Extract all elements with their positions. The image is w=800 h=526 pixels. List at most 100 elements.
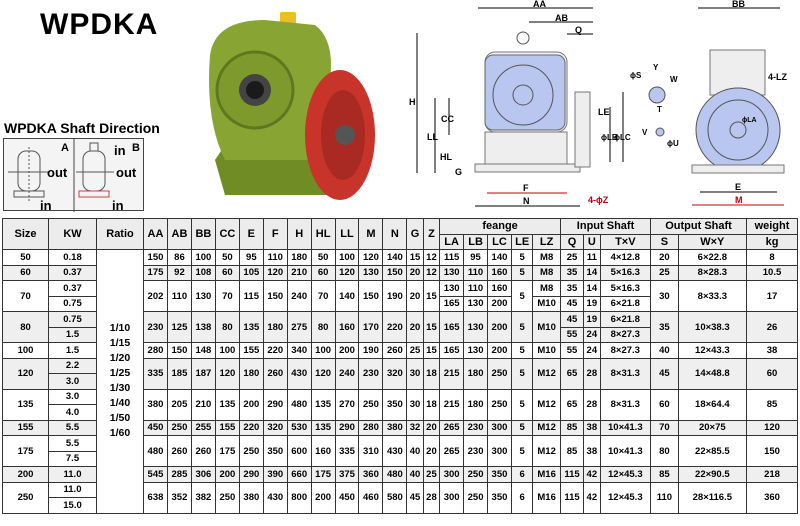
cell-value: 260 — [262, 357, 288, 390]
cell-value: 10×38.3 — [677, 311, 748, 343]
cell-value: 20 — [650, 249, 679, 266]
cell-value: 200 — [487, 295, 512, 312]
cell-value: 65 — [559, 357, 585, 390]
cell-value: 50 — [214, 249, 240, 266]
header-z: Z — [422, 218, 441, 250]
cell-kw: 7.5 — [48, 450, 97, 467]
panel-b-in: in — [112, 198, 124, 212]
cell-value: 135 — [310, 419, 336, 436]
cell-value: M12 — [532, 388, 561, 421]
cell-value: 60 — [310, 264, 336, 281]
cell-value: 8×28.3 — [677, 264, 748, 281]
header-ab: AB — [166, 218, 192, 250]
cell-value: 110 — [650, 481, 679, 514]
cell-kw: 1.5 — [48, 342, 97, 359]
cell-value: 10×41.3 — [599, 435, 652, 467]
cell-value: 45 — [559, 311, 585, 328]
cell-value: 80 — [310, 311, 336, 343]
cell-value: 28 — [583, 388, 601, 421]
cell-value: 92 — [166, 264, 192, 281]
panel-a-in: in — [40, 198, 52, 212]
cell-value: 28×116.5 — [677, 481, 748, 514]
cell-value: 8×33.3 — [677, 280, 748, 312]
cell-value: 320 — [262, 419, 288, 436]
cell-value: 202 — [143, 280, 168, 312]
cell-value: 100 — [310, 342, 336, 359]
header-hl: HL — [310, 218, 336, 250]
cell-value: 660 — [286, 466, 312, 483]
cell-value: 35 — [650, 311, 679, 343]
cell-value: 15 — [422, 311, 441, 343]
label-g: G — [455, 167, 462, 177]
side-dimension-drawing: BB 4-LZ ϕLA E M — [691, 0, 788, 206]
cell-value: 11 — [583, 249, 601, 266]
cell-value: 160 — [334, 311, 360, 343]
cell-value: 430 — [286, 357, 312, 390]
cell-value: 60 — [650, 388, 679, 421]
cell-value: 230 — [463, 435, 489, 467]
cell-value: 130 — [463, 342, 489, 359]
header-e: E — [238, 218, 264, 250]
label-u: ϕU — [667, 139, 679, 148]
ratio-item: 1/40 — [109, 397, 131, 410]
cell-value: 15 — [422, 342, 441, 359]
header-n: N — [382, 218, 408, 250]
cell-size: 80 — [2, 311, 49, 343]
cell-value: 70 — [310, 280, 336, 312]
header-le: LE — [510, 233, 534, 250]
label-ab: AB — [555, 13, 568, 23]
header-ll: LL — [334, 218, 360, 250]
cell-value: 190 — [358, 342, 384, 359]
cell-value: 320 — [382, 357, 408, 390]
table-row: 4.0 — [3, 404, 798, 421]
cell-value: 250 — [238, 435, 264, 467]
cell-value: 100 — [190, 249, 216, 266]
cell-value: 130 — [439, 280, 465, 297]
cell-value: 430 — [382, 435, 408, 467]
cell-size: 60 — [2, 264, 49, 281]
ratio-item: 1/60 — [109, 427, 131, 440]
cell-value: 28 — [422, 481, 441, 514]
cell-value: 8×31.3 — [599, 388, 652, 421]
cell-value: 100 — [214, 342, 240, 359]
label-n: N — [523, 196, 530, 206]
cell-value: 190 — [382, 280, 408, 312]
cell-kw: 11.0 — [48, 481, 97, 498]
cell-value: 200 — [487, 342, 512, 359]
ratio-item: 1/20 — [109, 352, 131, 365]
cell-value: 6×22.8 — [677, 249, 748, 266]
cell-value: 360 — [746, 481, 798, 514]
cell-value: 5 — [510, 280, 534, 312]
cell-value: 230 — [143, 311, 168, 343]
product-title: WPDKA — [40, 8, 159, 41]
cell-value: 175 — [310, 466, 336, 483]
cell-value: 100 — [334, 249, 360, 266]
cell-value: 380 — [143, 388, 168, 421]
cell-value: 530 — [286, 419, 312, 436]
cell-value: 110 — [262, 249, 288, 266]
cell-value: 165 — [439, 295, 465, 312]
cell-value: 105 — [238, 264, 264, 281]
cell-value: 210 — [190, 388, 216, 421]
cell-kw: 15.0 — [48, 497, 97, 514]
cell-value: 290 — [238, 466, 264, 483]
cell-value: 430 — [262, 481, 288, 514]
cell-value: 380 — [382, 419, 408, 436]
cell-value: 5 — [510, 264, 534, 281]
cell-value: 60 — [746, 357, 798, 390]
cell-value: 160 — [487, 264, 512, 281]
cell-value: M12 — [532, 419, 561, 436]
cell-value: 350 — [487, 466, 512, 483]
cell-value: 45 — [406, 481, 424, 514]
cell-kw: 2.2 — [48, 357, 97, 374]
shaft-direction-diagram: A out in in B out in — [3, 138, 144, 213]
cell-value: 335 — [143, 357, 168, 390]
cell-value: 306 — [190, 466, 216, 483]
cell-value: 155 — [238, 342, 264, 359]
cell-value: 275 — [286, 311, 312, 343]
